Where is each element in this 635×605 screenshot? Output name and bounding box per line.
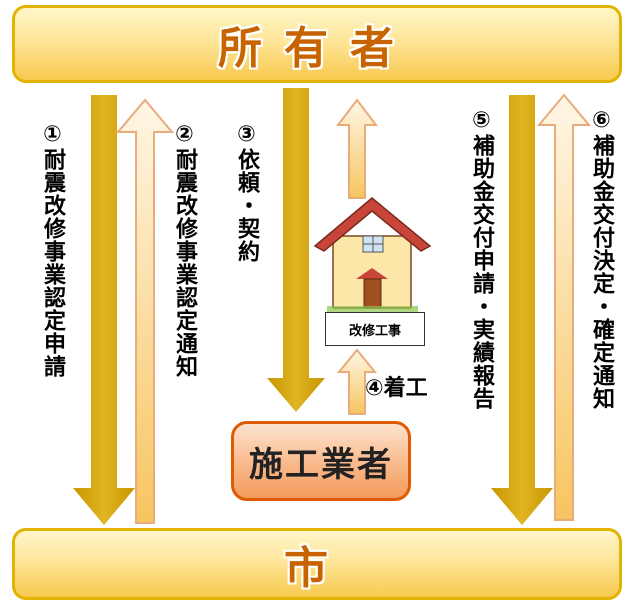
step-4-label: ④着工 — [365, 376, 428, 401]
contractor-label: 施工業者 — [249, 444, 393, 485]
work-caption: 改修工事 — [348, 323, 401, 339]
owner-label: 所有者 — [218, 23, 416, 74]
arrow-up-4 — [336, 348, 378, 415]
arrow-down-3 — [267, 88, 325, 412]
step-5-label: ⑤補助金交付申請・実績報告 — [469, 108, 494, 410]
city-bar: 市 — [12, 528, 622, 600]
contractor-box: 施工業者 — [231, 421, 411, 501]
arrow-up-2 — [115, 98, 175, 524]
step-1-label: ①耐震改修事業認定申請 — [40, 122, 65, 378]
arrow-down-1 — [73, 95, 135, 525]
step-6-label: ⑥補助金交付決定・確定通知 — [589, 108, 614, 410]
step-3-label: ③依頼・契約 — [234, 122, 259, 263]
work-caption-box: 改修工事 — [325, 312, 425, 346]
owner-bar: 所有者 — [12, 5, 622, 83]
arrow-down-5 — [491, 95, 553, 525]
arrow-up-6 — [536, 93, 592, 521]
city-label: 市 — [284, 543, 350, 594]
step-2-label: ②耐震改修事業認定通知 — [172, 122, 197, 378]
house-icon — [313, 197, 432, 312]
arrow-up-house — [335, 98, 379, 199]
